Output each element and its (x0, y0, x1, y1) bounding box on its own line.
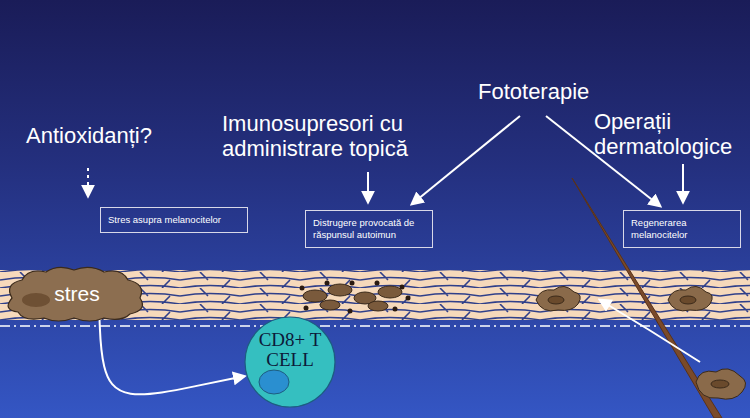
process-box: Regenerarea melanocitelor (623, 210, 741, 248)
therapy-label: Fototerapie (478, 80, 618, 105)
connector-arrow (100, 319, 245, 394)
therapy-label: Operații dermatologice (594, 110, 748, 159)
t-cell-circle: CD8+ T CELL (244, 316, 336, 408)
therapy-arrow (367, 172, 369, 202)
cell-nucleus (259, 370, 289, 394)
stress-cloud: stres (2, 268, 152, 320)
therapy-arrow (412, 116, 520, 204)
migration-arrow (600, 300, 700, 362)
basement-membrane (0, 325, 750, 327)
cell-body (245, 317, 335, 407)
node-text: CD8+ T CELL (252, 330, 328, 370)
node-text: stres (2, 282, 152, 306)
node-text: Regenerarea melanocitelor (631, 217, 733, 241)
node-text: Distrugere provocată de răspunsul autoim… (313, 217, 425, 241)
process-box: Distrugere provocată de răspunsul autoim… (305, 210, 433, 248)
therapy-arrow (682, 164, 684, 202)
node-text: Stres asupra melanocitelor (108, 214, 240, 226)
melanocyte (536, 286, 746, 399)
therapy-label: Imunosupresori cu administrare topică (222, 112, 462, 161)
cell-nucleus (22, 293, 50, 307)
process-box: Stres asupra melanocitelor (100, 207, 248, 233)
therapy-label: Antioxidanți? (26, 124, 206, 149)
therapy-arrow (87, 168, 89, 196)
destroyed-melanocytes (300, 281, 411, 314)
